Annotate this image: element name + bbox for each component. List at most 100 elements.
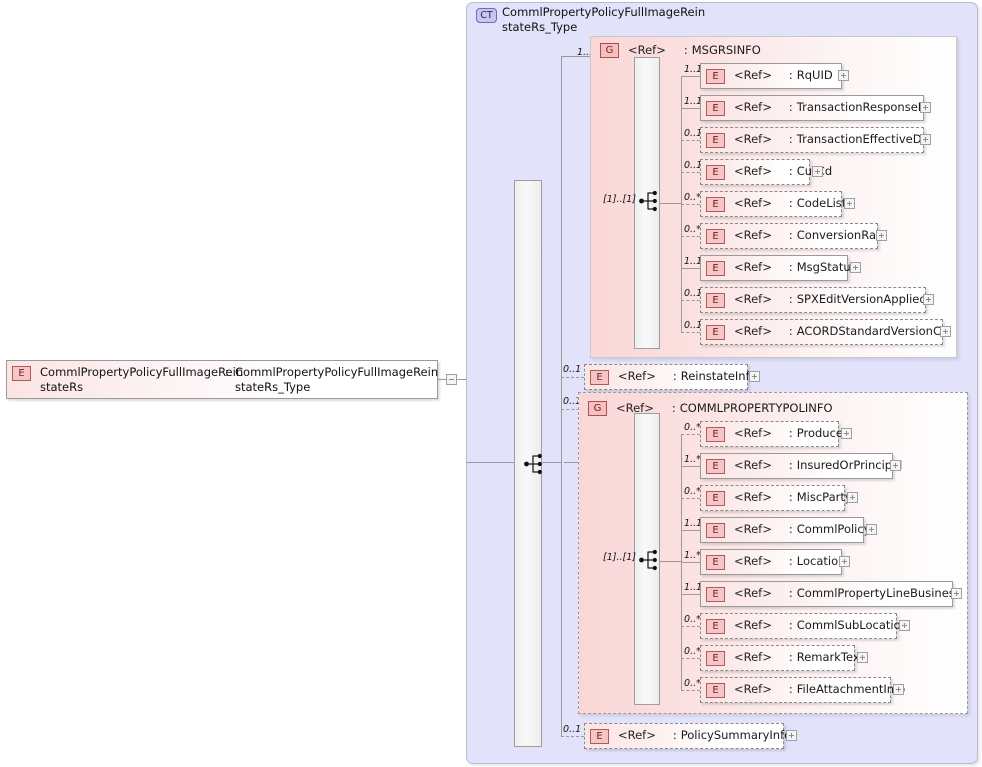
- expand-toggle[interactable]: [890, 460, 901, 471]
- sequence-compositor-icon: [524, 453, 542, 475]
- member-cardinality: 1..1: [684, 256, 703, 267]
- expand-toggle[interactable]: [940, 326, 951, 337]
- member-cardinality: 0..1: [684, 288, 703, 299]
- element-name: MsgStatus: [796, 260, 857, 274]
- msgrsinfo-sequence-cardinality: [1]..[1]: [603, 194, 636, 205]
- root-element-box[interactable]: E CommlPropertyPolicyFullImageRein state…: [6, 360, 438, 399]
- expand-toggle[interactable]: [876, 230, 887, 241]
- row-connector: [681, 498, 700, 499]
- expand-toggle[interactable]: [841, 428, 852, 439]
- element-conversionrate[interactable]: E <Ref> : ConversionRate: [700, 223, 888, 249]
- row-connector: [681, 658, 700, 659]
- complextype-icon: CT: [476, 8, 497, 23]
- element-name: SPXEditVersionApplied: [796, 292, 927, 306]
- expand-toggle[interactable]: [866, 524, 877, 535]
- expand-toggle[interactable]: [857, 652, 868, 663]
- element-remarktext[interactable]: E <Ref> : RemarkText: [700, 645, 864, 671]
- element-acordstandardversioncd[interactable]: E <Ref> : ACORDStandardVersionCd: [700, 319, 948, 345]
- element-ref: <Ref>: [734, 68, 772, 82]
- expand-toggle[interactable]: [899, 620, 910, 631]
- group-commlpropertypolinfo-connector: [561, 409, 590, 410]
- expand-toggle[interactable]: [951, 588, 962, 599]
- row-connector: [681, 300, 700, 301]
- expand-toggle[interactable]: [893, 684, 904, 695]
- expand-toggle[interactable]: [920, 102, 931, 113]
- group-msgrsinfo-cardinality: 1..1: [577, 47, 596, 58]
- member-cardinality: 0..1: [684, 320, 703, 331]
- element-producer[interactable]: E <Ref> : Producer: [700, 421, 848, 447]
- group-msgrsinfo-header: G <Ref> : MSGRSINFO: [600, 42, 761, 58]
- row-connector: [681, 108, 700, 109]
- element-transactionresponsedt[interactable]: E <Ref> : TransactionResponseDt: [700, 95, 931, 121]
- element-name: InsuredOrPrincipal: [796, 458, 903, 472]
- expand-toggle[interactable]: [812, 166, 823, 177]
- expand-toggle[interactable]: [749, 371, 760, 382]
- element-curcd[interactable]: E <Ref> : CurCd: [700, 159, 832, 185]
- element-name-sep: :: [788, 522, 793, 536]
- element-location[interactable]: E <Ref> : Location: [700, 549, 845, 575]
- root-element-name: CommlPropertyPolicyFullImageRein stateRs: [40, 365, 244, 394]
- element-icon: E: [706, 261, 725, 276]
- expand-toggle[interactable]: [786, 730, 797, 741]
- element-msgstatus[interactable]: E <Ref> : MsgStatus: [700, 255, 857, 281]
- element-name: Producer: [796, 426, 848, 440]
- msgrsinfo-sequence-bar[interactable]: [634, 57, 660, 349]
- row-connector: [681, 434, 700, 435]
- element-transactioneffectivedt[interactable]: E <Ref> : TransactionEffectiveDt: [700, 127, 926, 153]
- element-commlsublocation[interactable]: E <Ref> : CommlSubLocation: [700, 613, 908, 639]
- element-insuredorprincipal[interactable]: E <Ref> : InsuredOrPrincipal: [700, 453, 902, 479]
- expand-toggle[interactable]: [920, 134, 931, 145]
- expand-toggle[interactable]: [839, 556, 850, 567]
- element-name-sep: :: [672, 369, 677, 383]
- element-icon: E: [706, 619, 725, 634]
- element-fileattachmentinfo[interactable]: E <Ref> : FileAttachmentInfo: [700, 677, 905, 703]
- element-ref: <Ref>: [734, 458, 772, 472]
- element-name: ACORDStandardVersionCd: [796, 324, 949, 338]
- element-name: Location: [796, 554, 846, 568]
- element-name: RemarkText: [796, 650, 865, 664]
- element-name: PolicySummaryInfo: [680, 728, 792, 742]
- element-commlpropertylinebusiness[interactable]: E <Ref> : CommlPropertyLineBusiness: [700, 581, 961, 607]
- element-name: CodeList: [796, 196, 847, 210]
- member-cardinality: 0..*: [684, 614, 701, 625]
- group-msgrsinfo-name-sep: :: [683, 43, 688, 57]
- element-ref: <Ref>: [618, 728, 656, 742]
- ct-to-sequence-line: [466, 462, 514, 463]
- root-element-type: CommlPropertyPolicyFullImageRein stateRs…: [235, 365, 439, 394]
- member-cardinality: 0..*: [684, 422, 701, 433]
- expand-toggle[interactable]: [923, 294, 934, 305]
- expand-toggle[interactable]: [844, 198, 855, 209]
- row-connector: [681, 626, 700, 627]
- element-icon: E: [590, 370, 609, 385]
- element-name: CommlSubLocation: [796, 618, 908, 632]
- row-connector: [681, 466, 700, 467]
- element-ref: <Ref>: [734, 324, 772, 338]
- expand-toggle[interactable]: [838, 70, 849, 81]
- element-reinstateinfo[interactable]: E <Ref> : ReinstateInfo: [584, 364, 757, 390]
- element-policysummaryinfo[interactable]: E <Ref> : PolicySummaryInfo: [584, 723, 791, 749]
- element-commlpolicy[interactable]: E <Ref> : CommlPolicy: [700, 517, 871, 543]
- group-msgrsinfo-connector: [561, 56, 590, 57]
- row-connector: [561, 736, 584, 737]
- element-spxeditversionapplied[interactable]: E <Ref> : SPXEditVersionApplied: [700, 287, 927, 313]
- root-connector-right: [457, 379, 466, 380]
- element-name-sep: :: [788, 682, 793, 696]
- element-name-sep: :: [788, 260, 793, 274]
- element-name-sep: :: [788, 426, 793, 440]
- element-icon: E: [706, 427, 725, 442]
- member-cardinality: 1..1: [684, 64, 703, 75]
- root-element-separator: :: [225, 365, 229, 379]
- row-connector: [681, 76, 700, 77]
- group-commlpropertypolinfo-cardinality: 0..1: [563, 396, 582, 407]
- element-name-sep: :: [788, 292, 793, 306]
- element-codelist[interactable]: E <Ref> : CodeList: [700, 191, 846, 217]
- group-icon: G: [588, 401, 607, 416]
- group-commlpropertypolinfo-name: COMMLPROPERTYPOLINFO: [679, 401, 833, 415]
- member-cardinality: 0..*: [684, 224, 701, 235]
- element-miscparty[interactable]: E <Ref> : MiscParty: [700, 485, 852, 511]
- element-icon: E: [706, 555, 725, 570]
- expand-toggle[interactable]: [850, 262, 861, 273]
- element-rquid[interactable]: E <Ref> : RqUID: [700, 63, 842, 89]
- expand-toggle[interactable]: [847, 492, 858, 503]
- root-collapse-toggle[interactable]: [446, 374, 457, 385]
